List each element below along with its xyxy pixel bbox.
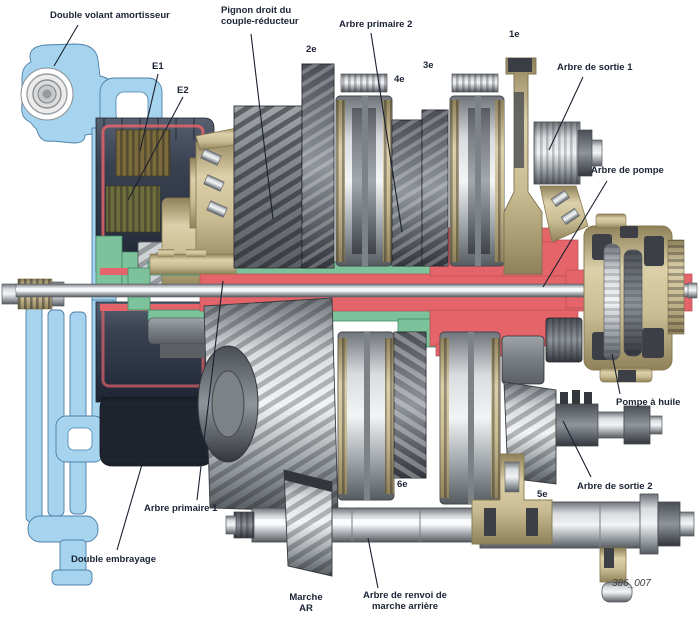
leader-renvoi (367, 537, 379, 589)
label-gear-2e: 2e (306, 44, 317, 55)
label-marche-ar-line1: Marche (289, 592, 323, 603)
label-marche-ar-line2: AR (299, 603, 313, 614)
label-pignon-droit: Pignon droit du couple-réducteur (221, 5, 299, 27)
label-pompe-huile: Pompe à huile (616, 397, 681, 408)
leader-arbre-primaire-2 (370, 32, 403, 233)
leader-e2 (127, 96, 184, 201)
label-pignon-droit-line2: couple-réducteur (221, 16, 299, 27)
label-gear-1e: 1e (509, 29, 520, 40)
reverse-idler-shaft (225, 453, 695, 603)
label-marche-ar: Marche AR (283, 592, 329, 614)
label-arbre-sortie-2: Arbre de sortie 2 (577, 481, 653, 492)
label-double-embrayage: Double embrayage (71, 554, 156, 565)
label-arbre-pompe: Arbre de pompe (591, 165, 664, 176)
leader-e1 (139, 73, 159, 152)
leader-arbre-sortie-2 (562, 420, 592, 478)
center-shaft (15, 249, 698, 358)
output-gearset-bottom (197, 297, 663, 513)
oil-pump (583, 213, 685, 383)
input-gearset-top (233, 57, 603, 275)
leader-double-volant (53, 24, 79, 67)
leader-pompe-huile (611, 353, 621, 395)
leader-pignon-droit (250, 33, 274, 220)
label-e2: E2 (177, 85, 189, 96)
label-double-volant: Double volant amortisseur (50, 10, 170, 21)
label-arbre-sortie-1: Arbre de sortie 1 (557, 62, 633, 73)
flywheel-rings (20, 67, 74, 121)
label-arbre-primaire-2: Arbre primaire 2 (339, 19, 413, 30)
leader-arbre-pompe (542, 180, 608, 288)
figure-number: 386_007 (612, 578, 651, 589)
leader-arbre-sortie-1 (548, 76, 584, 151)
leader-double-embrayage (116, 443, 149, 551)
label-gear-6e: 6e (397, 479, 408, 490)
label-gear-4e: 4e (394, 74, 405, 85)
label-renvoi: Arbre de renvoi de marche arrière (357, 590, 453, 612)
label-arbre-primaire-1: Arbre primaire 1 (144, 503, 218, 514)
label-renvoi-line1: Arbre de renvoi de (363, 590, 447, 601)
flywheel-holes (67, 91, 149, 451)
label-gear-5e: 5e (537, 489, 548, 500)
leader-arbre-primaire-1 (196, 280, 224, 501)
label-pignon-droit-line1: Pignon droit du (221, 5, 292, 16)
label-e1: E1 (152, 61, 164, 72)
label-gear-3e: 3e (423, 60, 434, 71)
label-renvoi-line2: marche arrière (371, 601, 439, 612)
